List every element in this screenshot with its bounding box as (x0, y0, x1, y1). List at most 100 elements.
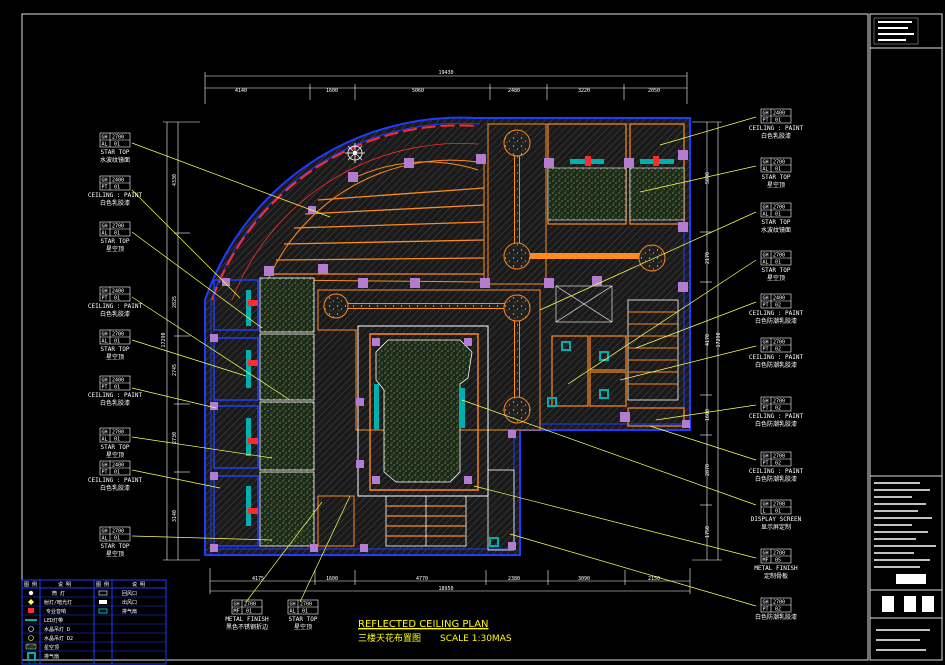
tag-label-cn: 定制骨板 (764, 572, 788, 580)
tag-code: GH (102, 289, 108, 295)
tag-code: AL (763, 167, 769, 173)
dimensions-top (204, 72, 688, 104)
tag-code: 01 (246, 609, 252, 615)
tag-label-en: STAR TOP (101, 346, 130, 353)
tag-code: GH (763, 340, 769, 346)
tag-code: PT (102, 185, 108, 191)
tag-code: GH (763, 399, 769, 405)
legend-header: 图 例 (24, 581, 37, 588)
drawing-subtitle: 三楼天花布置图 (358, 632, 421, 644)
dim-top-seg: 2480 (508, 88, 520, 94)
tag-code: 2700 (112, 430, 124, 436)
tag-code: 2400 (112, 378, 124, 384)
legend-item: 排气扇 (44, 653, 59, 660)
tag-code: GH (102, 463, 108, 469)
dim-right-seg: 5000 (705, 172, 711, 184)
legend-item: 回风口 (122, 591, 137, 597)
title-block (869, 13, 943, 661)
legend-item: 水晶吊灯 D (44, 626, 70, 633)
tag-code: 01 (114, 470, 120, 476)
tag-code: AL (290, 609, 296, 615)
tag-code: PT (763, 118, 769, 124)
tag-code: GH (763, 600, 769, 606)
tag-label-en: DISPLAY SCREEN (751, 516, 802, 523)
legend-header: 说 明 (58, 581, 71, 588)
tag-code: 2400 (112, 178, 124, 184)
tag-label-cn: 水波纹镜面 (761, 226, 791, 234)
dim-right-seg: 1750 (705, 526, 711, 538)
tag-code: GH (234, 602, 240, 608)
legend-item: 筒 灯 (52, 590, 65, 597)
dim-bottom-seg: 3090 (578, 576, 590, 582)
dim-bottom-seg: 2150 (648, 576, 660, 582)
compass-rose (345, 143, 365, 163)
tag-label-cn: 星空顶 (106, 451, 124, 459)
tag-label-en: CEILING : PAINT (749, 413, 804, 420)
legend-item: 排气扇 (122, 608, 137, 615)
tag-code: GH (763, 502, 769, 508)
tag-code: GH (102, 332, 108, 338)
tag-label-cn: 星空顶 (106, 245, 124, 253)
room-southeast (487, 469, 515, 551)
tag-code: GH (102, 430, 108, 436)
tag-code: 2700 (300, 602, 312, 608)
tag-label-en: CEILING : PAINT (749, 310, 804, 317)
drawing-scale: SCALE 1:30MAS (440, 634, 512, 644)
dim-right-seg: 2170 (705, 252, 711, 264)
tag-code: 01 (114, 339, 120, 345)
tag-code: 2700 (773, 340, 785, 346)
room-east-c (589, 371, 627, 407)
tag-code: AL (102, 437, 108, 443)
legend-header: 图 例 (96, 581, 109, 588)
dim-left-seg: 2730 (172, 432, 178, 444)
tag-code: MF (763, 558, 769, 564)
stair-east (627, 299, 679, 401)
tag-code: GH (763, 160, 769, 166)
tag-label-cn: 星空顶 (106, 550, 124, 558)
tag-code: PT (102, 470, 108, 476)
tag-code: 01 (114, 296, 120, 302)
columns (210, 150, 690, 552)
tag-label-cn: 白色乳胶漆 (100, 199, 130, 207)
tag-code: 05 (775, 558, 781, 564)
tag-label-en: CEILING : PAINT (749, 354, 804, 361)
curved-wall-arc (211, 124, 479, 301)
tag-code: 2400 (112, 463, 124, 469)
dim-right-total: 17290 (716, 332, 722, 347)
dimensions-right (692, 121, 722, 561)
tag-code: GH (763, 205, 769, 211)
tag-code: GH (102, 135, 108, 141)
tag-label-en: STAR TOP (101, 543, 130, 550)
tag-code: 01 (775, 260, 781, 266)
tag-label-en: STAR TOP (762, 174, 791, 181)
tag-code: 01 (775, 212, 781, 218)
tag-label-cn: 白色防潮乳胶漆 (755, 420, 797, 428)
tag-code: GH (763, 111, 769, 117)
dim-bottom-seg: 4770 (416, 576, 428, 582)
dim-left-total: 17290 (161, 332, 167, 347)
leader-lines (131, 116, 757, 607)
tag-label-en: CEILING : PAINT (88, 192, 143, 199)
tag-code: 2700 (773, 253, 785, 259)
tag-code: GH (102, 529, 108, 535)
tag-label-cn: 白色防潮乳胶漆 (755, 475, 797, 483)
tag-label-en: CEILING : PAINT (749, 468, 804, 475)
tag-code: GH (763, 454, 769, 460)
dim-top-seg: 2050 (648, 88, 660, 94)
tag-label-en: CEILING : PAINT (88, 303, 143, 310)
tag-code: MF (234, 609, 240, 615)
dim-top-seg: 5060 (412, 88, 424, 94)
dim-left-seg: 2745 (172, 364, 178, 376)
tag-code: PT (763, 303, 769, 309)
tag-label-en: STAR TOP (762, 219, 791, 226)
tag-label-cn: 星空顶 (767, 274, 785, 282)
tag-code: GH (102, 378, 108, 384)
